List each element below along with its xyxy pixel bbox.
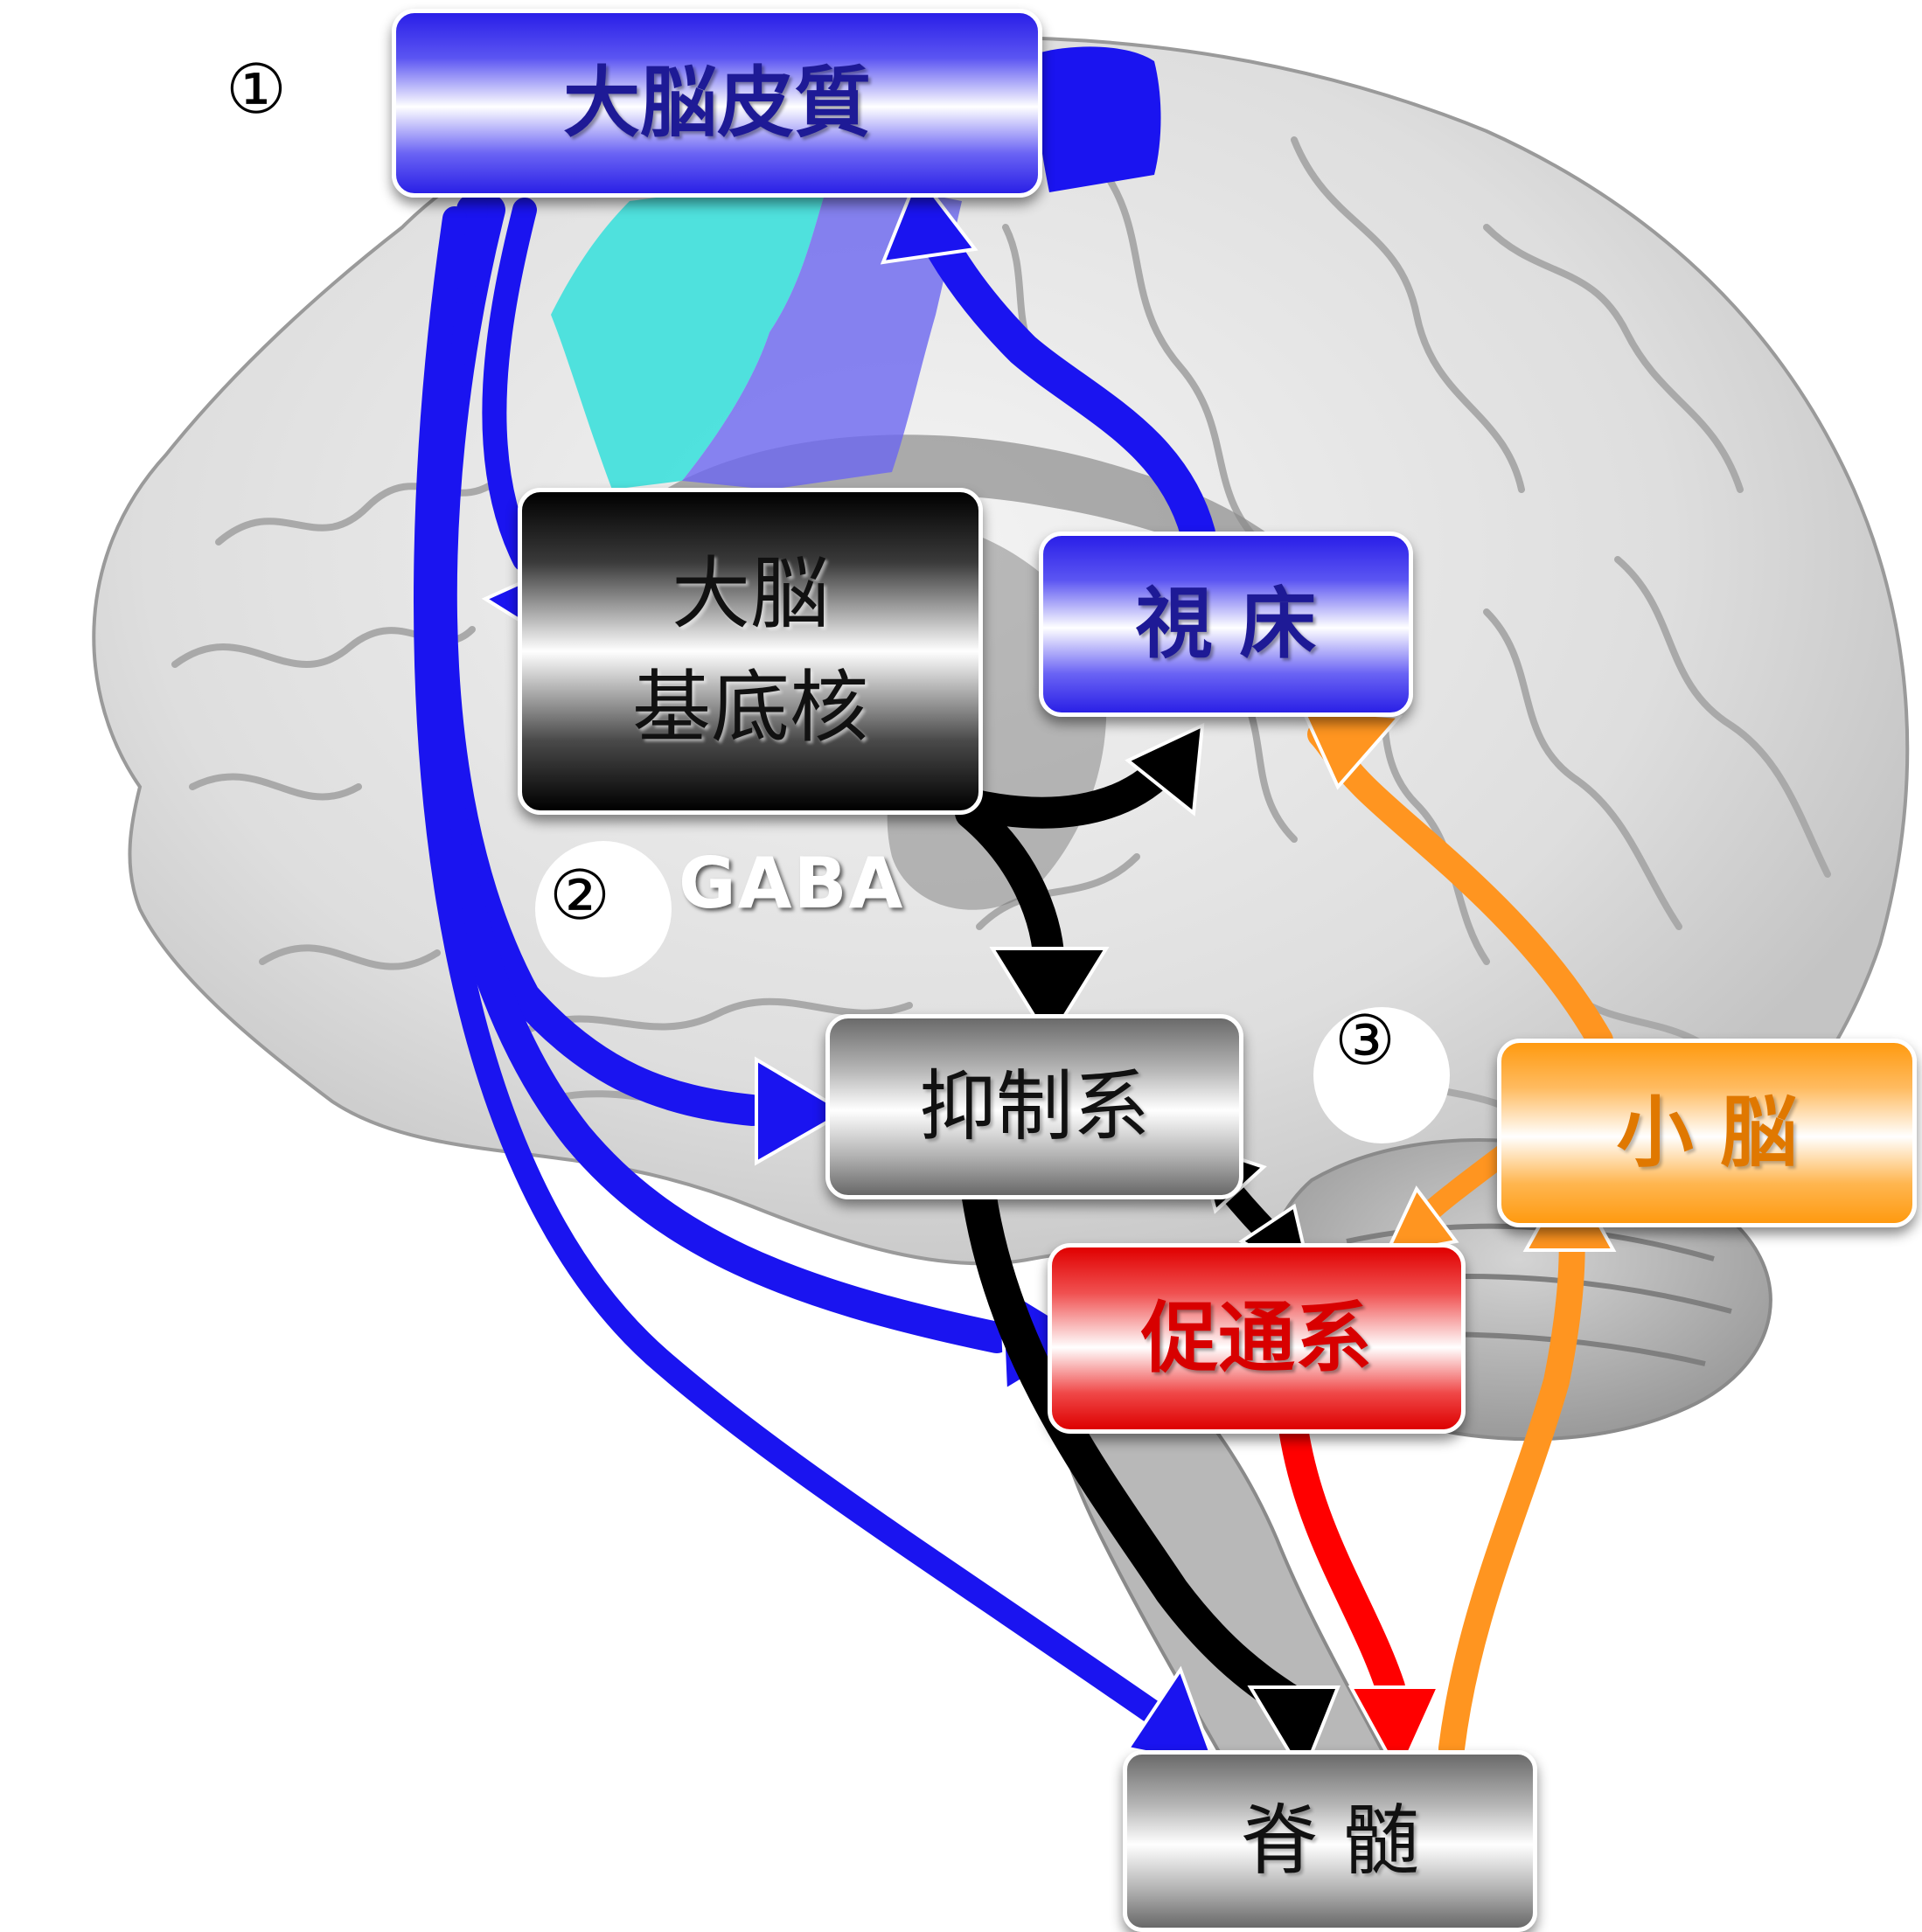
marker-two: ② [549,857,610,935]
basal-ganglia-node: 大脳 基底核 [518,488,983,815]
marker-three: ③ [1334,1002,1396,1081]
facilitatory-system-node: 促通系 [1048,1243,1466,1434]
spinal-cord-node: 脊 髄 [1123,1750,1537,1932]
inhibitory-to-spinal-cord-path [962,1180,1312,1722]
arrowhead-spinal-cord-black [1247,1685,1341,1779]
arrowhead-cortex [880,170,978,265]
spinal-cord-to-cerebellum-path [1438,1193,1585,1762]
cortex-to-basal-ganglia-path [482,198,537,572]
cerebellum-node: 小 脳 [1497,1039,1917,1227]
spinal-cord-label: 脊 髄 [1241,1796,1419,1887]
basal-ganglia-to-thalamus-path [955,754,1179,829]
cortex-node: 大脳皮質 [392,9,1042,198]
facilitatory-system-label: 促通系 [1140,1293,1372,1384]
thalamus-label: 視 床 [1135,579,1317,670]
arrowhead-inhibitory [755,1056,848,1166]
arrowhead-spinal-cord-red [1347,1685,1442,1779]
thalamus-to-cortex-path [909,201,1215,551]
arrowhead-thalamus [1125,722,1205,817]
premotor-area [551,175,831,490]
cortical-pathways [414,194,1215,1726]
cortex-to-spinal-cord-path [414,206,1166,1726]
motor-area-top [1036,46,1161,192]
arrowhead-inhibitory-black [989,947,1110,1044]
gaba-annotation: GABA [679,843,905,924]
inhibitory-system-label: 抑制系 [918,1061,1150,1152]
cerebellum-label: 小 脳 [1616,1088,1798,1178]
basal-ganglia-label: 大脳 基底核 [632,547,868,754]
marker-three-backdrop [1313,1007,1450,1143]
facilitatory-to-spinal-cord-path [1279,1419,1405,1702]
marker-two-backdrop [535,841,672,977]
cortex-label: 大脳皮質 [562,58,871,149]
thalamus-node: 視 床 [1039,532,1413,717]
marker-one: ① [226,51,287,129]
inhibitory-system-node: 抑制系 [825,1014,1243,1199]
